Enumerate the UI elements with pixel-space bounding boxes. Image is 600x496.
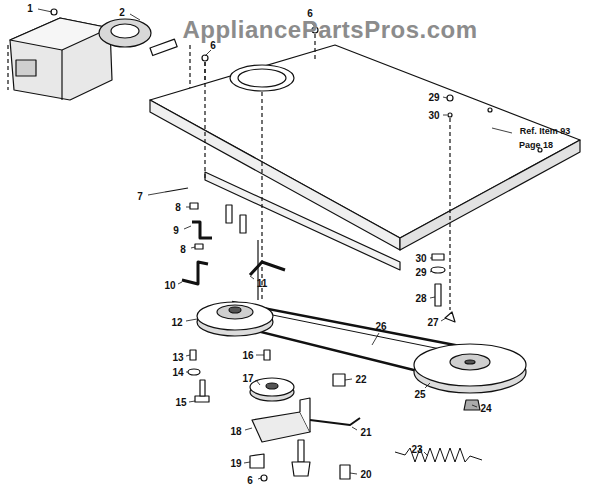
callout-number: 22 [355, 374, 366, 385]
callout-number: 7 [137, 191, 143, 202]
callout-number: 20 [360, 469, 371, 480]
callout-number: 30 [428, 110, 439, 121]
callout-number: 23 [411, 444, 422, 455]
callout-number: 21 [360, 427, 371, 438]
watermark: AppliancePartsPros.com [182, 17, 477, 43]
callout-number: 8 [180, 244, 186, 255]
callout-number: 1 [27, 3, 33, 14]
callout-number: 25 [414, 389, 425, 400]
callout-number: 11 [257, 278, 268, 289]
reference-note: Page 18 [519, 141, 553, 151]
callout-number: 10 [164, 280, 175, 291]
callout-number: 26 [375, 321, 386, 332]
callout-number: 8 [175, 202, 181, 213]
callout-number: 6 [210, 40, 216, 51]
callout-number: 13 [172, 352, 183, 363]
callout-number: 6 [247, 475, 253, 486]
callout-number: 9 [173, 225, 179, 236]
callout-number: 19 [230, 458, 241, 469]
callout-number: 15 [175, 397, 186, 408]
callout-number: 28 [415, 293, 426, 304]
callout-number: 24 [480, 403, 491, 414]
callout-number: 6 [307, 8, 313, 19]
callout-number: 14 [172, 367, 183, 378]
callout-number: 27 [427, 317, 438, 328]
callout-number: 30 [415, 253, 426, 264]
callout-number: 29 [415, 267, 426, 278]
callout-number: 2 [119, 7, 125, 18]
callout-number: 16 [242, 350, 253, 361]
callout-number: 18 [230, 426, 241, 437]
callout-number: 29 [428, 92, 439, 103]
callout-number: 12 [171, 317, 182, 328]
reference-note: Ref. Item 93 [520, 127, 571, 137]
callout-number: 17 [242, 373, 253, 384]
